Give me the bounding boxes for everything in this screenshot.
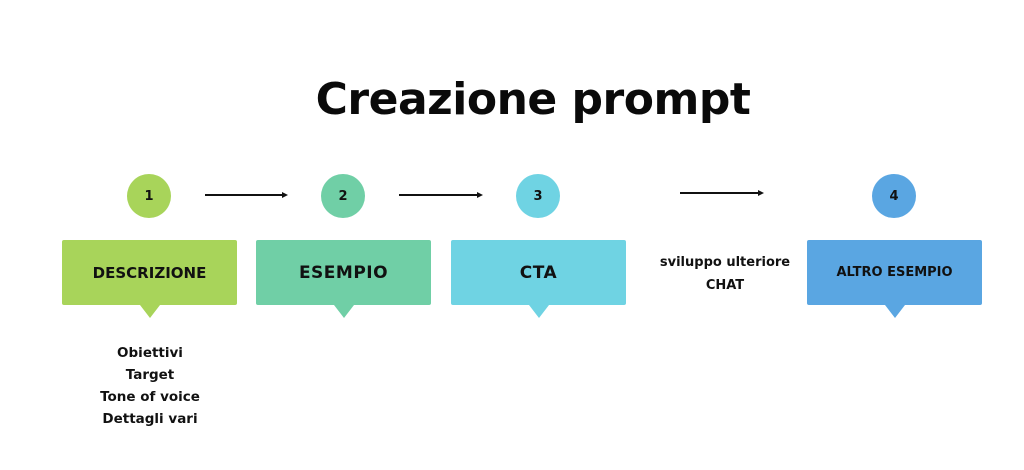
diagram-title: Creazione prompt <box>315 74 751 125</box>
arrow-3-to-4 <box>680 188 764 198</box>
arrow-line <box>399 194 477 196</box>
arrow-1-to-2 <box>205 190 288 200</box>
step-2-number-circle: 2 <box>321 174 365 218</box>
intermediate-note-line-2: CHAT <box>705 278 745 293</box>
intermediate-note-line-1: sviluppo ulteriore <box>659 255 791 270</box>
step-4-number-circle: 4 <box>872 174 916 218</box>
detail-item: Tone of voice <box>100 389 200 405</box>
step-3-number-circle: 3 <box>516 174 560 218</box>
arrowhead-icon <box>282 192 288 198</box>
detail-item: Dettagli vari <box>102 411 198 427</box>
step-2-label: ESEMPIO <box>298 262 389 283</box>
step-4-box: ALTRO ESEMPIO <box>807 240 982 318</box>
step-3-box: CTA <box>451 240 626 318</box>
step-1-box: DESCRIZIONE <box>62 240 237 318</box>
arrowhead-icon <box>758 190 764 196</box>
step-4-label: ALTRO ESEMPIO <box>836 265 953 280</box>
detail-item: Target <box>125 367 175 383</box>
step-3-label: CTA <box>519 262 558 283</box>
descrizione-details: Obiettivi Target Tone of voice Dettagli … <box>70 342 230 430</box>
arrow-line <box>205 194 282 196</box>
step-1-label: DESCRIZIONE <box>92 263 207 282</box>
step-1-number-circle: 1 <box>127 174 171 218</box>
step-2-box: ESEMPIO <box>256 240 431 318</box>
detail-item: Obiettivi <box>117 345 183 361</box>
intermediate-note: sviluppo ulteriore CHAT <box>645 251 805 297</box>
arrowhead-icon <box>477 192 483 198</box>
arrow-2-to-3 <box>399 190 483 200</box>
arrow-line <box>680 192 758 194</box>
